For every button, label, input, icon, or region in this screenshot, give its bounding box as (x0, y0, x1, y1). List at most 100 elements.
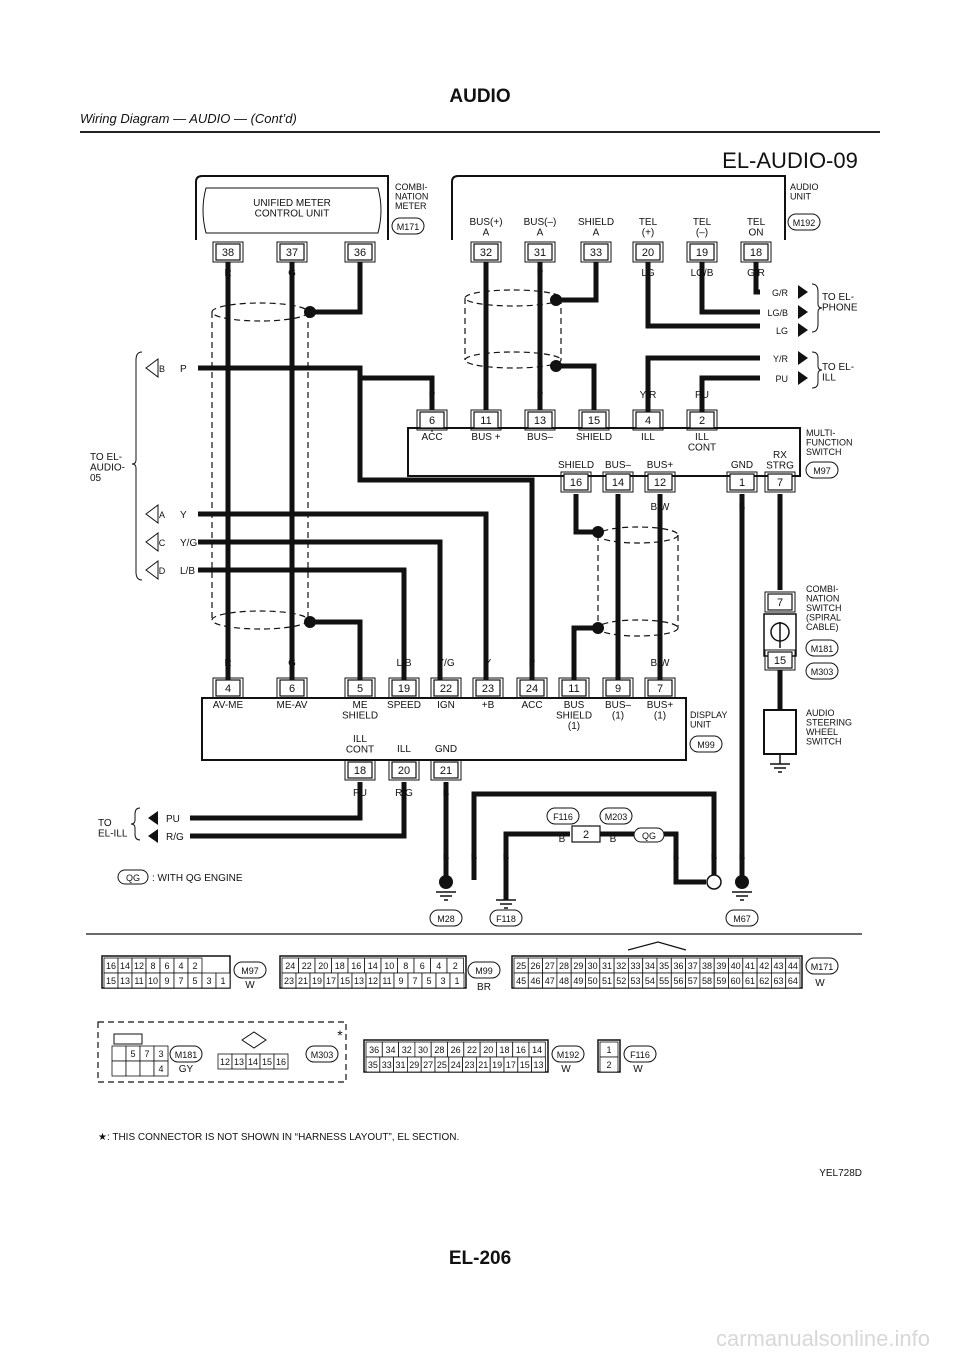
cv-pin: 35 (368, 1060, 378, 1070)
cv-pin: 31 (395, 1060, 405, 1070)
cv-pin: 21 (478, 1060, 488, 1070)
page-number: EL-206 (448, 1248, 512, 1269)
connector-id: M171 (397, 222, 420, 232)
meter-outline (195, 175, 389, 240)
wire-color: G/R (747, 268, 765, 279)
cv-pin: 17 (326, 976, 336, 986)
wire-color: B (739, 852, 746, 863)
connector-id: M203 (605, 812, 628, 822)
cv-pin: 14 (248, 1057, 258, 1067)
cv-cell (215, 972, 231, 989)
mfs-pin-label: BUS– (605, 460, 632, 471)
to-ill-label: TO EL-ILL (822, 362, 854, 384)
display-connector-tag (689, 735, 723, 753)
arrow-right-icon (798, 351, 808, 365)
brace (811, 283, 823, 333)
wire (556, 262, 599, 303)
cv-pin: 51 (602, 976, 612, 986)
cv-color: W (245, 980, 255, 991)
connector-flag (145, 560, 159, 580)
wire (556, 363, 597, 410)
splice-dot (550, 294, 562, 306)
connector-flag (145, 532, 159, 552)
pin-number: 14 (612, 477, 624, 489)
cv-pin: 39 (716, 961, 726, 971)
pin-frame (516, 677, 548, 699)
cv-pin: 12 (220, 1057, 230, 1067)
cv-cell (153, 1060, 169, 1077)
cv-cell (125, 1060, 141, 1077)
display-pin-label: SPEED (387, 700, 421, 711)
wire-color: Y/G (180, 538, 197, 549)
mfs-pin-label: SHIELD (576, 432, 612, 443)
pin-number: 11 (568, 683, 579, 695)
cv-color: W (815, 978, 825, 989)
wire (198, 365, 435, 410)
pin-number: 31 (534, 247, 546, 259)
wire (357, 380, 535, 680)
ground-connector-tag (599, 807, 633, 825)
pin-frame (632, 409, 664, 431)
wire-color: B (503, 852, 510, 863)
wire (753, 262, 760, 295)
pin-number: 38 (222, 247, 234, 259)
star-mark: * (337, 1027, 343, 1043)
cv-pin: 28 (434, 1045, 444, 1055)
cv-id-tag (623, 1045, 657, 1063)
pin-number: 18 (354, 765, 366, 777)
cv-pin: 25 (437, 1060, 447, 1070)
cv-color: BR (477, 982, 491, 993)
cv-pin: 22 (302, 961, 312, 971)
shield-ellipse (464, 351, 562, 369)
ground-point (439, 875, 453, 889)
wire-color: Y/G (437, 658, 454, 669)
wire-color: LG/B (691, 268, 714, 279)
cv-pin: 1 (220, 976, 225, 986)
wire-color: PU (353, 788, 367, 799)
audio-outline (451, 175, 786, 240)
wire-color: B (610, 834, 617, 845)
legend-text: : WITH QG ENGINE (152, 873, 243, 884)
mfs-pin (767, 473, 793, 491)
wire-color: Y (180, 510, 187, 521)
wire-color: PU (166, 814, 180, 825)
display-pin (347, 761, 373, 779)
to-phone-label: TO EL-PHONE (822, 292, 858, 314)
wire-color: P (537, 268, 544, 279)
audio-pin-label: BUS(+)A (469, 217, 502, 239)
cv-pin: 16 (516, 1045, 526, 1055)
cv-pin: 1 (606, 1045, 611, 1055)
wire-color: Y (485, 658, 492, 669)
combi-pin (767, 593, 793, 611)
connector-letter: D (159, 566, 166, 576)
cv-pin: 9 (398, 976, 403, 986)
pin-frame (212, 677, 244, 699)
pin-number: 6 (429, 415, 435, 427)
meter-inner (202, 187, 382, 234)
pin-number: 24 (526, 683, 538, 695)
cv-pin: 30 (588, 961, 598, 971)
cv-pin: 13 (354, 976, 364, 986)
pin-number: 5 (357, 683, 363, 695)
watermark: carmanualsonline.info (715, 1326, 930, 1351)
cv-pin: 62 (759, 976, 769, 986)
pin-number: 20 (398, 765, 410, 777)
pin-frame (388, 759, 420, 781)
display-pin (433, 679, 459, 697)
cv-pin: 34 (645, 961, 655, 971)
cv-pin: 44 (788, 961, 798, 971)
wire (310, 262, 363, 315)
cv-pin: 15 (340, 976, 350, 986)
wire (190, 782, 407, 839)
display-pin (433, 761, 459, 779)
wire-color: LG (641, 268, 655, 279)
pin-number: 2 (583, 829, 589, 841)
cv-pin: 2 (192, 961, 197, 971)
wire-color: B (711, 852, 718, 863)
cv-cell (111, 1060, 127, 1077)
cv-pin: 2 (606, 1060, 611, 1070)
pin-number: 18 (750, 247, 762, 259)
